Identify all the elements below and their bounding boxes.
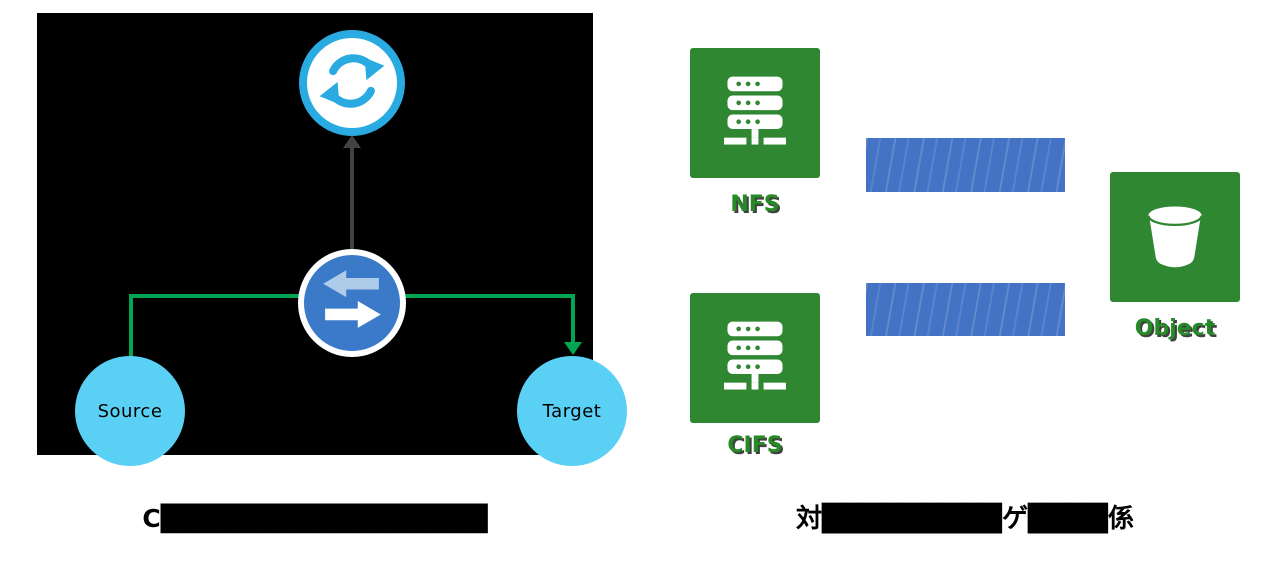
object-tile [1110,172,1240,302]
target-node: Target [517,356,627,466]
left-figure-caption: C█████████████████ [142,504,488,533]
up-arrow-shaft [350,147,354,249]
cifs-tile [690,293,820,423]
connector-to-source [129,294,133,358]
down-arrow-icon [564,342,582,355]
nfs-to-object-bar [866,138,1065,192]
data-broker-node [298,249,406,357]
connector-to-target [571,294,575,343]
right-figure-caption: 対█████████ゲ████係 [796,504,1134,534]
cifs-to-object-bar [866,283,1065,336]
nfs-label: NFS [730,192,780,217]
sync-diagram-panel: Source Target [37,13,627,466]
target-label: Target [542,400,602,422]
server-icon [712,313,798,403]
sync-icon [307,36,397,130]
source-label: Source [97,400,163,422]
cifs-label: CIFS [727,433,783,458]
sync-badge [299,30,405,136]
nfs-tile [690,48,820,178]
bucket-icon [1129,189,1221,285]
up-arrow-icon [343,135,361,148]
source-node: Source [75,356,185,466]
server-icon [712,68,798,158]
object-label: Object [1134,316,1216,341]
transfer-arrows-icon [304,253,400,353]
